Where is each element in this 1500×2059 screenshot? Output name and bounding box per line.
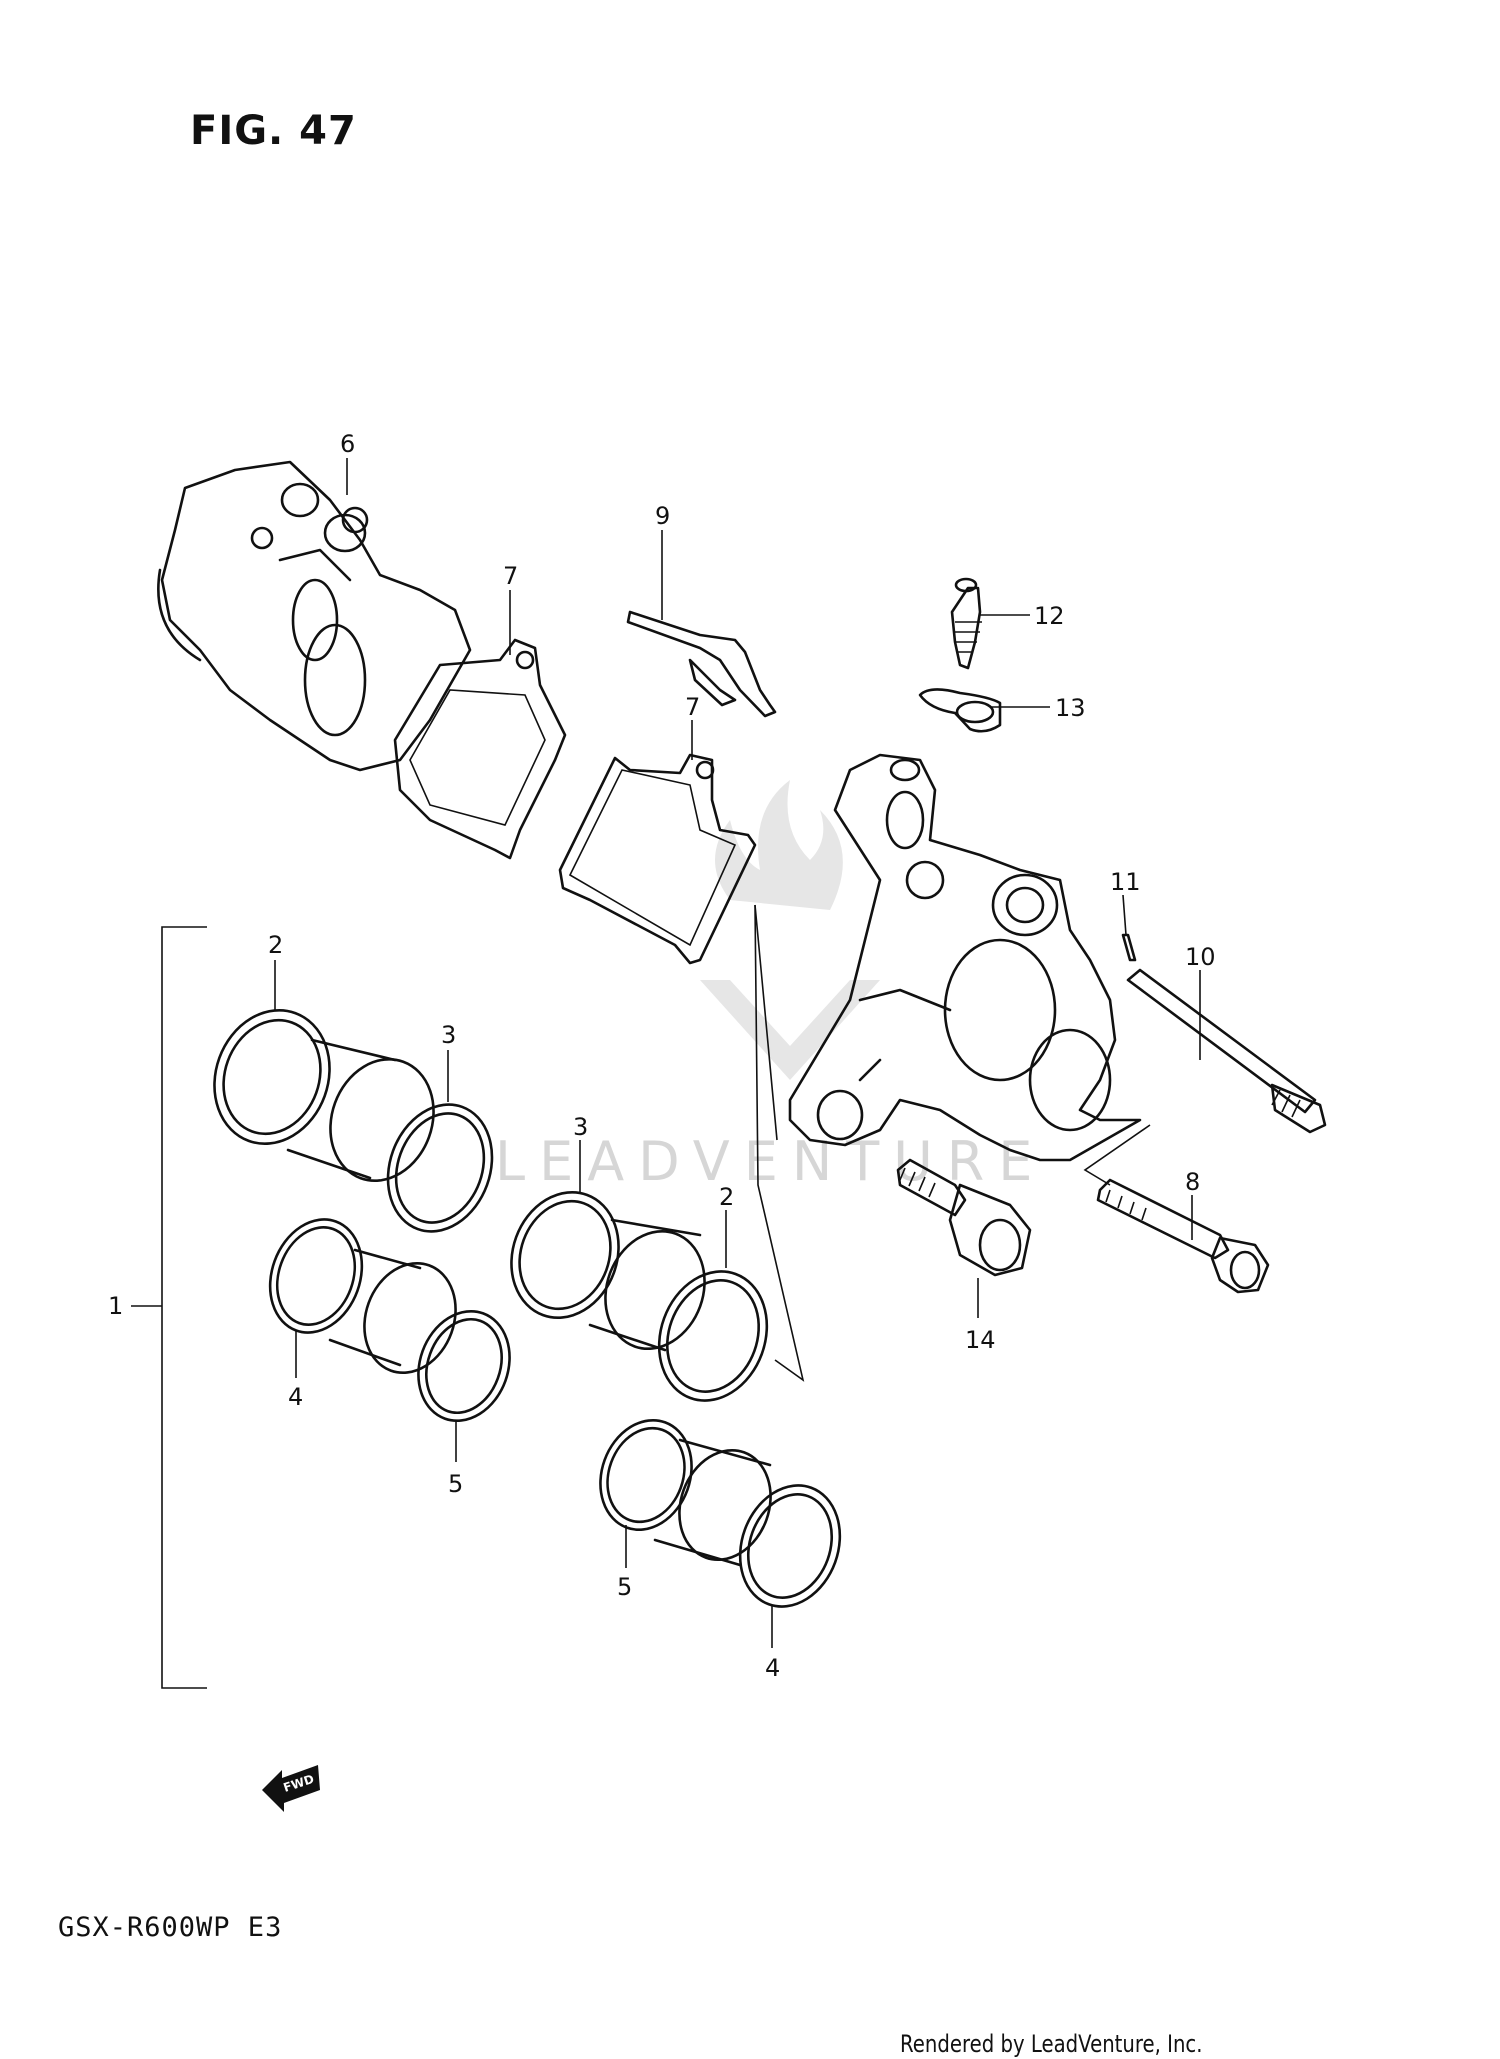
- piston-set-upper-left: [213, 1008, 494, 1233]
- piston-set-lower-right: [599, 1418, 842, 1608]
- callout-5b: 5: [617, 1573, 632, 1601]
- callout-8: 8: [1185, 1168, 1200, 1196]
- caliper-body-right: [788, 753, 1142, 1162]
- mounting-bolt-14: [896, 1158, 1032, 1277]
- render-credit: Rendered by LeadVenture, Inc.: [900, 2030, 1203, 2058]
- callout-4b: 4: [765, 1654, 780, 1682]
- model-code: GSX-R600WP E3: [58, 1912, 283, 1943]
- mounting-bolt-8: [1096, 1178, 1270, 1294]
- leader-lines: [274, 458, 1201, 1648]
- pad-spring: [626, 610, 777, 718]
- forward-arrow-icon: FWD: [262, 1765, 320, 1812]
- callout-2: 2: [268, 931, 283, 959]
- bleeder-valve: [950, 577, 982, 670]
- kit-bracket: [131, 926, 207, 1689]
- brake-pad-upper: [393, 638, 567, 860]
- callout-14: 14: [965, 1326, 996, 1354]
- callout-9: 9: [655, 502, 670, 530]
- caliper-body-left: [157, 460, 472, 772]
- callout-12: 12: [1034, 602, 1065, 630]
- watermark-text: LEADVENTURE: [495, 1130, 1046, 1193]
- cotter-pin: [1121, 933, 1137, 962]
- callout-13: 13: [1055, 694, 1086, 722]
- callout-11: 11: [1110, 868, 1141, 896]
- watermark: LEADVENTURE: [495, 780, 1046, 1193]
- piston-set-upper-right: [510, 1190, 769, 1402]
- callouts: 1 2 3 4 5 2 3 4 5 6 7 7 8 9 10 11 12 13 …: [108, 430, 1216, 1682]
- callout-2b: 2: [719, 1183, 734, 1211]
- callout-3b: 3: [573, 1113, 588, 1141]
- pad-pin: [1126, 968, 1327, 1134]
- figure-title: FIG. 47: [190, 108, 357, 154]
- callout-5: 5: [448, 1470, 463, 1498]
- callout-10: 10: [1185, 943, 1216, 971]
- callout-1: 1: [108, 1292, 123, 1320]
- bleeder-cap: [918, 688, 1002, 733]
- callout-4: 4: [288, 1383, 303, 1411]
- callout-7a: 7: [503, 562, 518, 590]
- brake-pad-lower: [558, 753, 757, 965]
- callout-7b: 7: [685, 693, 700, 721]
- callout-3: 3: [441, 1021, 456, 1049]
- callout-6: 6: [340, 430, 355, 458]
- assembly-guides: [754, 904, 1151, 1382]
